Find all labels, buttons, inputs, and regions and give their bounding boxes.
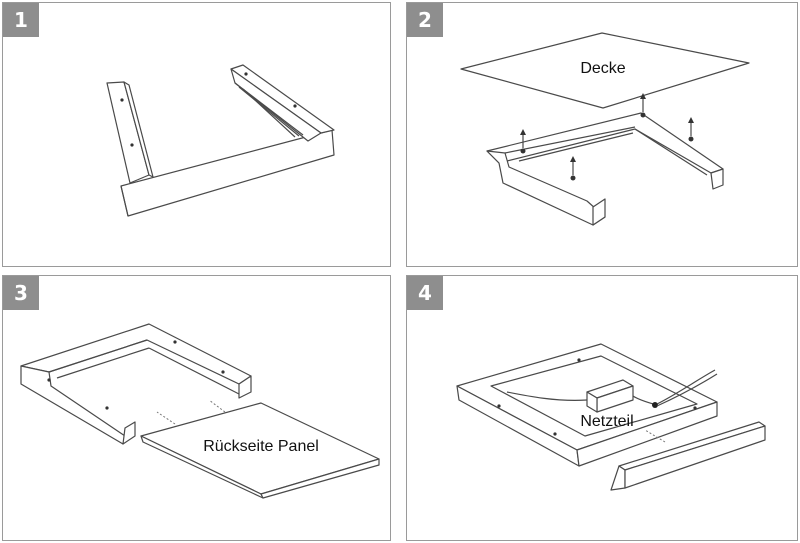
ceiling-plane [460, 32, 750, 109]
step-2-illustration: Decke [460, 32, 750, 226]
step-2-panel: 2 Decke [406, 2, 798, 267]
screw-2-icon [570, 156, 576, 181]
step-4-illustration: Netzteil [456, 343, 766, 491]
step-2-number: 2 [418, 8, 432, 32]
label-back-panel: Rückseite Panel [203, 438, 319, 455]
step-2-number-badge: 2 [407, 3, 443, 37]
step-1-number-badge: 1 [3, 3, 39, 37]
step-1-number: 1 [14, 8, 28, 32]
step-3-panel: 3 Rückseite Panel [2, 275, 391, 541]
screw-4-icon [688, 117, 694, 142]
step-3-number: 3 [14, 281, 28, 305]
step-4-number-badge: 4 [407, 276, 443, 310]
screw-3-icon [640, 93, 646, 118]
step-1-panel: 1 [2, 2, 391, 267]
step-4-panel: 4 Netzteil [406, 275, 798, 541]
screw-1-icon [520, 129, 526, 154]
step-3-number-badge: 3 [3, 276, 39, 310]
step-3-illustration: Rückseite Panel [20, 323, 380, 499]
label-power-supply: Netzteil [580, 413, 633, 430]
label-ceiling: Decke [580, 60, 625, 77]
step-1-illustration [106, 64, 335, 217]
step-4-number: 4 [418, 281, 432, 305]
